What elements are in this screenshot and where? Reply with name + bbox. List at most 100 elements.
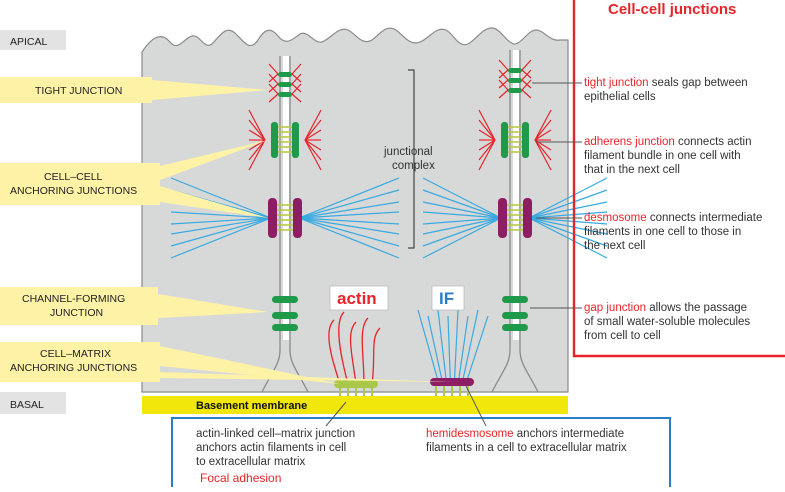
tight-actin-filament bbox=[291, 83, 302, 93]
tight-actin-filament bbox=[521, 69, 532, 79]
desmosome-if-filament bbox=[422, 189, 502, 219]
adherens-plaque bbox=[271, 122, 278, 158]
desmosome-if-filament bbox=[170, 217, 272, 225]
basement-membrane-label: Basement membrane bbox=[196, 400, 307, 412]
matrix-pointer-1 bbox=[160, 346, 340, 384]
adherens-actin-filament bbox=[248, 109, 266, 141]
desmosome-if-filament bbox=[298, 217, 400, 247]
adherens-actin-filament bbox=[478, 129, 496, 141]
cell-matrix-frame bbox=[171, 417, 671, 487]
hemidesmosome-if-filament bbox=[457, 315, 469, 383]
desmosome-if-filament bbox=[422, 177, 502, 219]
junctional-label-2: complex bbox=[392, 160, 435, 172]
actin-linked-plaque bbox=[334, 380, 378, 388]
apical-label: APICAL bbox=[10, 36, 48, 48]
title: Cell-cell junctions bbox=[608, 1, 736, 18]
tight-actin-filament bbox=[291, 63, 302, 75]
desmosome-if-filament bbox=[528, 217, 608, 225]
channel-pointer bbox=[158, 294, 268, 318]
adherens-desc: adherens junction connects actin bbox=[584, 136, 752, 148]
tight-junction-strand bbox=[278, 72, 292, 77]
adherens-actin-filament bbox=[304, 119, 322, 141]
tight-actin-filament bbox=[268, 63, 279, 75]
cell-cell-label-2: ANCHORING JUNCTIONS bbox=[10, 185, 137, 197]
adherens-actin-filament bbox=[478, 139, 496, 161]
if-label: IF bbox=[439, 289, 454, 308]
junctional-complex-bracket bbox=[408, 69, 415, 249]
desmosome-if-filament bbox=[422, 217, 502, 235]
actin-filament bbox=[349, 321, 357, 385]
cell-cell-band bbox=[0, 163, 160, 205]
gap-junction-channel bbox=[272, 312, 298, 319]
gap-junction-channel bbox=[502, 324, 528, 331]
actin-filament bbox=[338, 311, 349, 385]
tight-actin-filament bbox=[291, 73, 302, 85]
desmosome-if-filament bbox=[528, 189, 608, 219]
adherens-plaque bbox=[501, 122, 508, 158]
desmosome-if-filament bbox=[422, 217, 502, 259]
adherens-actin-filament bbox=[304, 139, 322, 151]
channel-band bbox=[0, 287, 158, 325]
tight-actin-filament bbox=[498, 79, 509, 91]
desmosome-if-filament bbox=[422, 217, 502, 225]
hemidesmosome-if-filament bbox=[427, 315, 443, 383]
basal-band bbox=[0, 392, 66, 414]
tight-actin-filament bbox=[498, 69, 509, 79]
desmosome-if-filament bbox=[528, 211, 608, 219]
desmosome-if-filament bbox=[298, 201, 400, 219]
desmosome-if-filament bbox=[170, 177, 272, 219]
desmosome-if-filament bbox=[298, 211, 400, 219]
matrix-label-2: ANCHORING JUNCTIONS bbox=[10, 362, 137, 374]
actin-linked-pointer bbox=[325, 401, 347, 427]
channel-label-2: JUNCTION bbox=[50, 307, 103, 319]
adherens-plaque bbox=[292, 122, 299, 158]
tight-actin-filament bbox=[291, 83, 302, 95]
desmosome-if-filament bbox=[422, 201, 502, 219]
tight-junction-band bbox=[0, 77, 152, 103]
cell-membrane-right bbox=[491, 50, 539, 393]
actin-linked-desc-2: anchors actin filaments in cell bbox=[196, 442, 346, 454]
tight-actin-filament bbox=[268, 73, 279, 83]
desmosome-plaque bbox=[268, 198, 277, 238]
desmosome-if-filament bbox=[170, 217, 272, 247]
adherens-actin-filament bbox=[478, 119, 496, 141]
adherens-actin-filament bbox=[248, 139, 266, 171]
tight-junction-strand bbox=[508, 88, 522, 93]
hemidesmosome-if-filament bbox=[437, 309, 447, 383]
cell-cell-pointer-2 bbox=[160, 186, 268, 218]
actin-box bbox=[329, 285, 389, 311]
actin-filament bbox=[361, 317, 369, 385]
hemidesmosome-if-filament bbox=[465, 315, 489, 383]
tight-actin-filament bbox=[268, 93, 279, 103]
desmosome-if-filament bbox=[528, 177, 608, 219]
adherens-desc-2: filament bundle in one cell with bbox=[584, 150, 741, 162]
desmosome-plaque bbox=[523, 198, 532, 238]
desmosome-if-filament bbox=[422, 217, 502, 247]
tight-actin-filament bbox=[498, 59, 509, 71]
gap-junction-channel bbox=[272, 324, 298, 331]
tight-junction-pointer bbox=[152, 80, 268, 100]
hemidesmosome-if-filament bbox=[447, 315, 451, 383]
adherens-actin-filament bbox=[248, 119, 266, 141]
hemidesmosome-pointer bbox=[465, 385, 487, 427]
desmosome-if-filament bbox=[170, 217, 272, 235]
tight-actin-filament bbox=[291, 93, 302, 103]
tight-actin-filament bbox=[521, 59, 532, 71]
tight-actin-filament bbox=[521, 79, 532, 89]
desmosome-if-filament bbox=[528, 217, 608, 259]
adherens-actin-filament bbox=[534, 109, 552, 141]
hemidesmosome-if-filament bbox=[453, 309, 459, 383]
tight-actin-filament bbox=[498, 69, 509, 81]
desmosome-if-filament bbox=[298, 177, 400, 219]
desmosome-if-filament bbox=[298, 217, 400, 259]
desmosome-if-filament bbox=[528, 217, 608, 247]
actin-linked-term: actin-linked cell–matrix junction bbox=[196, 428, 355, 440]
adherens-actin-filament bbox=[478, 139, 496, 151]
tight-junction-strand bbox=[508, 68, 522, 73]
tight-actin-filament bbox=[268, 83, 279, 93]
channel-label-1: CHANNEL-FORMING bbox=[22, 293, 125, 305]
desmosome-if-filament bbox=[528, 217, 608, 235]
desmosome-if-filament bbox=[528, 201, 608, 219]
desmosome-if-filament bbox=[298, 217, 400, 225]
